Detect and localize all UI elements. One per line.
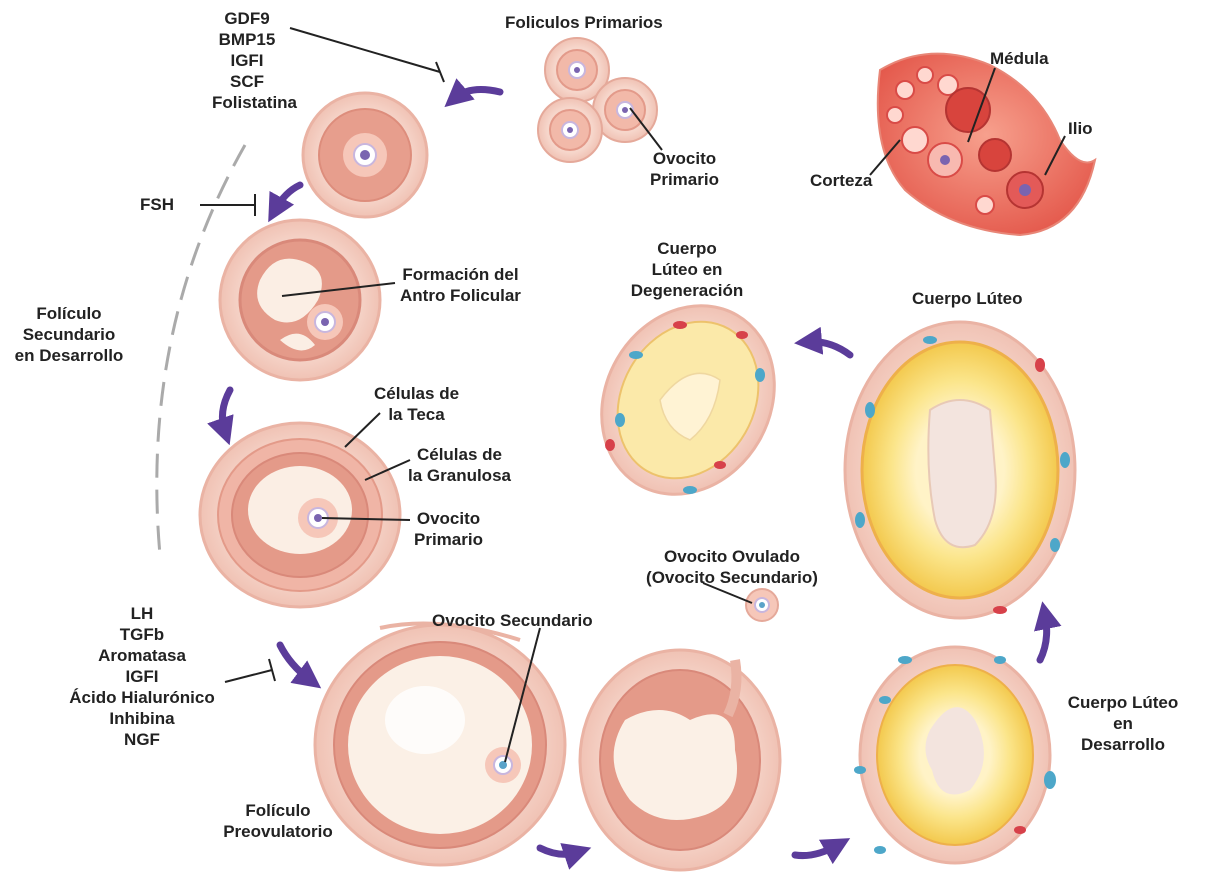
factor-scf: SCF <box>212 71 282 92</box>
ovulated-oocyte-line1: Ovocito Ovulado <box>632 546 832 567</box>
granulosa-cells-label: Células de la Granulosa <box>408 444 511 486</box>
factor-folistatina: Folistatina <box>212 92 282 113</box>
corpus-luteum-label: Cuerpo Lúteo <box>912 288 1023 309</box>
secondary-oocyte-label: Ovocito Secundario <box>432 610 593 631</box>
ovary-inset-illustration <box>878 54 1095 235</box>
cycle-arrow-6 <box>795 845 838 856</box>
factor-igfi: IGFI <box>212 50 282 71</box>
antrum-formation-line2: Antro Folicular <box>400 285 521 306</box>
primary-follicles-label: Foliculos Primarios <box>505 12 663 33</box>
secondary-follicle-label: Folículo Secundario en Desarrollo <box>8 303 130 366</box>
lh-inhibition-line <box>225 670 272 682</box>
factor-igfi-2: IGFI <box>62 666 222 687</box>
granulosa-cells-line1: Células de <box>408 444 511 465</box>
theca-cells-line1: Células de <box>374 383 459 404</box>
early-follicle-illustration <box>303 93 427 217</box>
ovulated-oocyte-label: Ovocito Ovulado (Ovocito Secundario) <box>632 546 832 588</box>
ovulated-follicle-illustration <box>580 589 780 870</box>
developing-corpus-luteum-illustration <box>854 647 1056 863</box>
antrum-formation-label: Formación del Antro Folicular <box>400 264 521 306</box>
corpus-degeneration-line3: Degeneración <box>622 280 752 301</box>
fsh-label: FSH <box>140 194 174 215</box>
preovulatory-line2: Preovulatorio <box>222 821 334 842</box>
primary-oocyte-mid-line1: Ovocito <box>414 508 483 529</box>
cycle-arrow-5 <box>540 848 578 854</box>
corpus-luteum-illustration <box>845 322 1075 618</box>
cortex-label: Corteza <box>810 170 872 191</box>
secondary-follicle-line1: Folículo <box>8 303 130 324</box>
factor-tgfb: TGFb <box>62 624 222 645</box>
corpus-developing-line3: Desarrollo <box>1063 734 1183 755</box>
antrum-formation-line1: Formación del <box>400 264 521 285</box>
preovulatory-label: Folículo Preovulatorio <box>222 800 334 842</box>
degenerating-corpus-luteum-illustration <box>568 274 808 526</box>
theca-cells-label: Células de la Teca <box>374 383 459 425</box>
factor-inhibina: Inhibina <box>62 708 222 729</box>
primary-oocyte-top-line2: Primario <box>650 169 719 190</box>
lh-factors-list: LH TGFb Aromatasa IGFI Ácido Hialurónico… <box>62 603 222 750</box>
corpus-degeneration-line2: Lúteo en <box>622 259 752 280</box>
primary-oocyte-top-line1: Ovocito <box>650 148 719 169</box>
gdf9-inhibition-line <box>290 28 440 72</box>
cycle-arrow-7 <box>1040 615 1047 660</box>
cycle-arrow-2 <box>275 185 300 210</box>
preovulatory-line1: Folículo <box>222 800 334 821</box>
cycle-arrow-1 <box>455 90 500 98</box>
medulla-label: Médula <box>990 48 1049 69</box>
secondary-follicle-illustration <box>200 423 400 607</box>
factor-aromatasa: Aromatasa <box>62 645 222 666</box>
primary-follicles-illustration <box>538 38 657 162</box>
corpus-degeneration-line1: Cuerpo <box>622 238 752 259</box>
factor-lh: LH <box>62 603 222 624</box>
hilum-label: Ilio <box>1068 118 1093 139</box>
antrum-formation-illustration <box>220 220 380 380</box>
primary-oocyte-top-label: Ovocito Primario <box>650 148 719 190</box>
primary-oocyte-mid-line2: Primario <box>414 529 483 550</box>
factor-ngf: NGF <box>62 729 222 750</box>
ovulated-oocyte-line2: (Ovocito Secundario) <box>632 567 832 588</box>
theca-cells-line2: la Teca <box>374 404 459 425</box>
secondary-follicle-line2: Secundario <box>8 324 130 345</box>
primary-oocyte-mid-label: Ovocito Primario <box>414 508 483 550</box>
preovulatory-follicle-illustration <box>315 624 565 865</box>
factor-gdf9: GDF9 <box>212 8 282 29</box>
factor-bmp15: BMP15 <box>212 29 282 50</box>
cycle-arrow-8 <box>808 342 850 355</box>
secondary-follicle-line3: en Desarrollo <box>8 345 130 366</box>
granulosa-cells-line2: la Granulosa <box>408 465 511 486</box>
cycle-arrow-4 <box>280 645 310 680</box>
corpus-developing-label: Cuerpo Lúteo en Desarrollo <box>1063 692 1183 755</box>
corpus-degeneration-label: Cuerpo Lúteo en Degeneración <box>622 238 752 301</box>
corpus-developing-line2: en <box>1063 713 1183 734</box>
cycle-arrow-3 <box>222 390 230 432</box>
corpus-developing-line1: Cuerpo Lúteo <box>1063 692 1183 713</box>
growth-factors-list: GDF9 BMP15 IGFI SCF Folistatina <box>212 8 282 113</box>
factor-acido-hialuronico: Ácido Hialurónico <box>62 687 222 708</box>
